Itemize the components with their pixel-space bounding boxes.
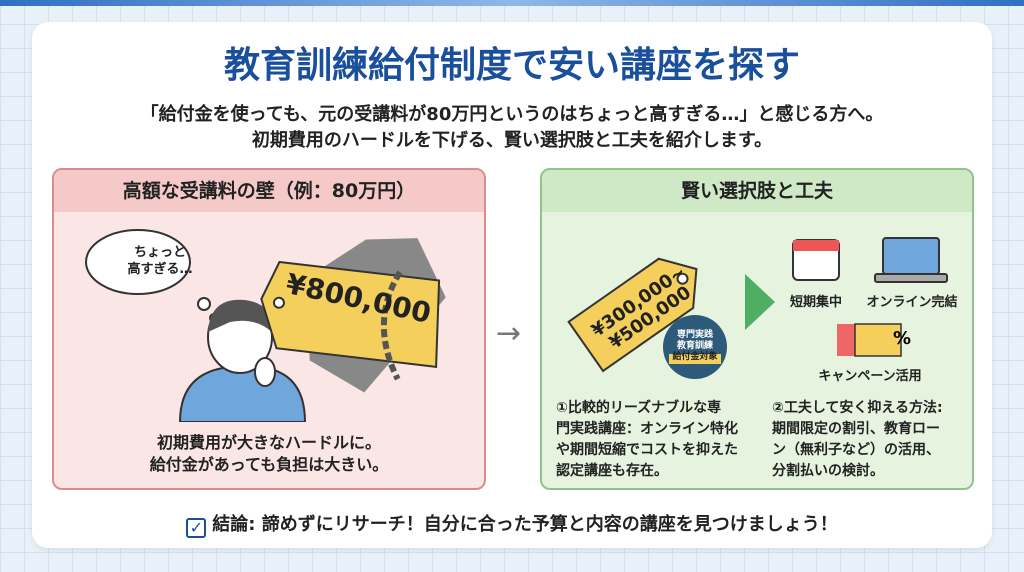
person-icon [178,299,307,422]
thought-text: ちょっと高すぎる… [127,245,193,277]
point-1-text: ①比較的リーズナブルな専門実践講座：オンライン特化や期間短縮でコストを抑えた認定… [556,400,738,479]
thought-bubble-icon [85,229,219,323]
certification-badge-icon [663,315,727,379]
laptop-icon [874,237,948,283]
price-tag-icon [567,257,698,373]
worried-person-illustration [85,229,446,422]
checkbox-checked-icon: ✓ [186,518,207,538]
point-2-text: ②工夫して安く抑える方法:期間限定の割引、教育ローン（無利子など）の活用、分割払… [772,400,943,479]
arrow-right-icon: → [496,316,522,351]
smart-options-header: 賢い選択肢と工夫 [542,170,972,212]
top-accent-bar [0,0,1024,6]
conclusion-text: 結論: 諦めずにリサーチ！自分に合った予算と内容の講座を見つけましょう！ [212,514,838,535]
triangle-arrow-icon [745,274,775,330]
page-title: 教育訓練給付制度で安い講座を探す [223,45,800,86]
icon-label-campaign: キャンペーン活用 [818,369,922,384]
icon-label-online: オンライン完結 [866,295,958,310]
coupon-icon [837,323,902,357]
coupon-percent: % [893,328,912,349]
badge-text: 専門実践教育訓練給付金対象 [672,330,718,362]
calendar-icon [792,239,840,281]
subtitle-line-2: 初期費用のハードルを下げる、賢い選択肢と工夫を紹介します。 [251,130,773,151]
high-cost-caption: 初期費用が大きなハードルに。給付金があっても負担は大きい。 [149,433,389,474]
icon-label-short-term: 短期集中 [789,295,842,310]
high-cost-header: 高額な受講料の壁（例：80万円） [54,170,484,212]
conclusion: ✓結論: 諦めずにリサーチ！自分に合った予算と内容の講座を見つけましょう！ [0,510,1024,538]
price-tag-chained-icon [260,238,446,393]
subtitle-line-1: 「給付金を使っても、元の受講料が80万円というのはちょっと高すぎる…」と感じる方… [140,104,884,125]
options-illustration [567,237,948,379]
